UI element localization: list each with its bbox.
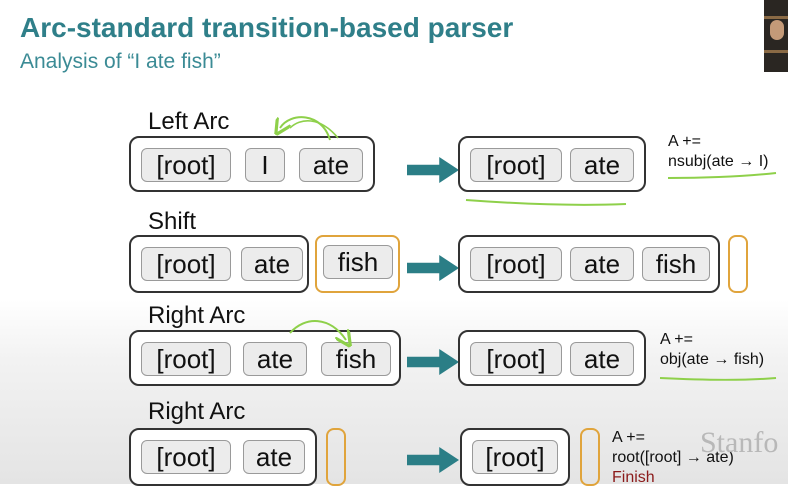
finish-label: Finish (612, 469, 655, 486)
underline-left-arc-result (465, 199, 627, 206)
stack-after-row1: [root] ate (458, 136, 646, 192)
slide-title: Arc-standard transition-based parser (20, 12, 514, 43)
stack-item-ate: ate (570, 247, 634, 281)
stack-after-row3: [root] ate (458, 330, 646, 386)
stack-item-ate: ate (570, 148, 634, 182)
underline-nsubj-note (667, 172, 777, 179)
stack-item-ate: ate (241, 247, 303, 281)
stack-before-row4: [root] ate (129, 428, 317, 486)
stack-item-fish: fish (321, 342, 391, 376)
transition-arrow-row2 (407, 255, 459, 281)
note-line: A += (660, 331, 693, 348)
buffer-after-row2-empty (728, 235, 748, 293)
note-line: obj(ate → fish) (660, 351, 765, 368)
transition-arrow-row4 (407, 447, 459, 473)
stack-before-row3: [root] ate fish (129, 330, 401, 386)
buffer-item-fish: fish (323, 245, 393, 279)
op-label-right-arc-final: Right Arc (148, 398, 246, 425)
note-line: A += (668, 133, 701, 150)
arc-note-row3: A += obj(ate → fish) (660, 330, 764, 370)
buffer-after-row4-empty (580, 428, 600, 486)
arc-note-row4: A += root([root] → ate) Finish (612, 428, 734, 488)
note-line: root([root] → ate) (612, 449, 734, 466)
stack-item-root: [root] (470, 342, 562, 376)
stack-item-root: [root] (470, 148, 562, 182)
stack-item-root: [root] (472, 440, 558, 474)
note-line: A += (612, 429, 645, 446)
webcam-thumbnail (764, 0, 788, 72)
buffer-before-row4-empty (326, 428, 346, 486)
stack-item-root: [root] (141, 247, 231, 281)
transition-arrow-row1 (407, 157, 459, 183)
stack-item-root: [root] (141, 440, 231, 474)
slide-subtitle: Analysis of “I ate fish” (20, 50, 221, 73)
op-label-left-arc: Left Arc (148, 108, 230, 135)
op-label-right-arc: Right Arc (148, 302, 246, 329)
stack-after-row2: [root] ate fish (458, 235, 720, 293)
stanford-watermark: Stanfo (700, 426, 779, 459)
buffer-before-row2: fish (315, 235, 400, 293)
stack-item-ate: ate (299, 148, 363, 182)
stack-item-ate: ate (243, 342, 307, 376)
stack-item-fish: fish (642, 247, 710, 281)
stack-item-ate: ate (570, 342, 634, 376)
underline-obj-note (659, 377, 777, 381)
stack-item-ate: ate (243, 440, 305, 474)
transition-arrow-row3 (407, 349, 459, 375)
stack-item-root: [root] (141, 342, 231, 376)
op-label-shift: Shift (148, 208, 197, 235)
stack-item-i: I (245, 148, 285, 182)
stack-item-root: [root] (470, 247, 562, 281)
arc-note-row1: A += nsubj(ate → I) (668, 132, 768, 172)
stack-item-root: [root] (141, 148, 231, 182)
stack-after-row4: [root] (460, 428, 570, 486)
note-line: nsubj(ate → I) (668, 153, 769, 170)
stack-before-row1: [root] I ate (129, 136, 375, 192)
stack-before-row2: [root] ate (129, 235, 309, 293)
